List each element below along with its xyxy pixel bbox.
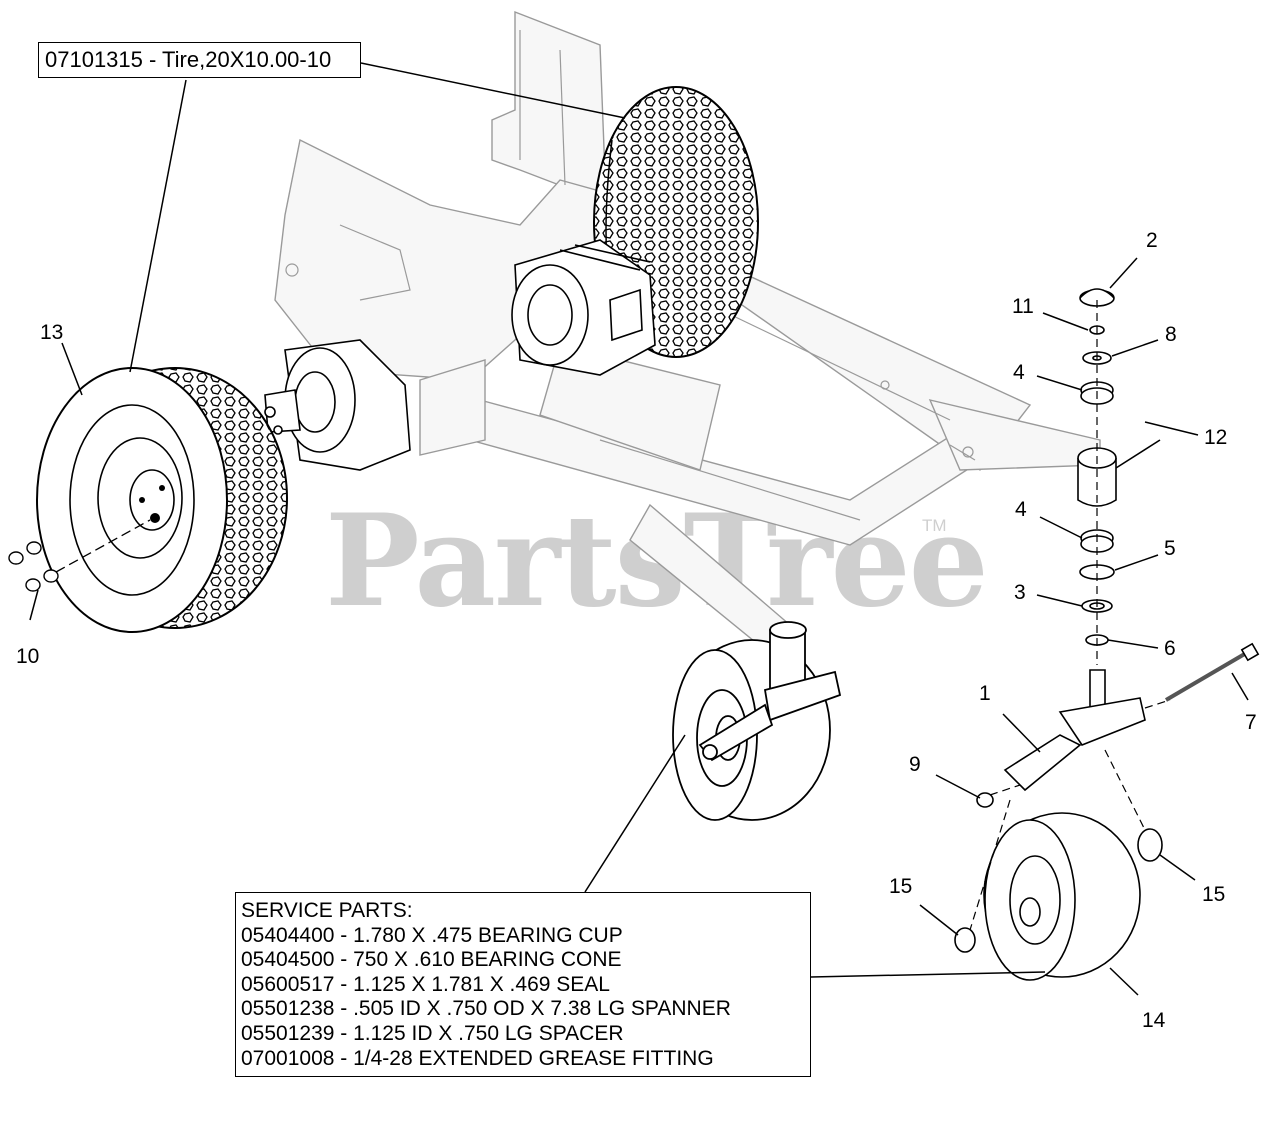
callout-15-right: 15 bbox=[1202, 883, 1226, 906]
service-part-line: 05600517 - 1.125 X 1.781 X .469 SEAL bbox=[241, 972, 610, 996]
callout-10: 10 bbox=[16, 645, 40, 668]
callout-2: 2 bbox=[1146, 229, 1158, 252]
leader-lines bbox=[29, 62, 1249, 996]
callout-4-lower: 4 bbox=[1015, 498, 1027, 521]
callout-11: 11 bbox=[1012, 295, 1034, 318]
callout-12: 12 bbox=[1204, 426, 1228, 449]
callout-1: 1 bbox=[979, 682, 991, 705]
callout-13: 13 bbox=[40, 321, 64, 344]
callout-6: 6 bbox=[1164, 637, 1176, 660]
service-part-line: 05404400 - 1.780 X .475 BEARING CUP bbox=[241, 923, 623, 947]
callout-7: 7 bbox=[1245, 711, 1257, 734]
frame-detail-lines bbox=[285, 30, 976, 521]
assembly-axis-lines bbox=[969, 300, 1171, 931]
drive-motor bbox=[511, 239, 656, 376]
service-part-line: 05404500 - 750 X .610 BEARING CONE bbox=[241, 948, 622, 972]
callout-8: 8 bbox=[1165, 323, 1177, 346]
service-part-line: 05501238 - .505 ID X .750 OD X 7.38 LG S… bbox=[241, 997, 731, 1021]
lug-nuts bbox=[8, 541, 59, 592]
callout-3: 3 bbox=[1014, 581, 1026, 604]
front-caster-mounted bbox=[672, 621, 842, 821]
service-parts-title: SERVICE PARTS: bbox=[241, 899, 413, 922]
callout-14: 14 bbox=[1142, 1009, 1166, 1032]
callout-9: 9 bbox=[909, 753, 921, 776]
service-part-line: 05501239 - 1.125 ID X .750 LG SPACER bbox=[241, 1021, 624, 1045]
wheel-hub-motor bbox=[264, 339, 411, 471]
callout-15-left: 15 bbox=[889, 875, 913, 898]
callout-5: 5 bbox=[1164, 537, 1176, 560]
service-part-line: 07001008 - 1/4-28 EXTENDED GREASE FITTIN… bbox=[241, 1046, 714, 1070]
trademark-mark: TM bbox=[922, 516, 947, 535]
callout-4-upper: 4 bbox=[1013, 361, 1025, 384]
tire-part-callout: 07101315 - Tire,20X10.00-10 bbox=[38, 42, 361, 78]
rear-tire-left bbox=[36, 367, 288, 633]
service-parts-box: SERVICE PARTS: 05404400 - 1.780 X .475 B… bbox=[235, 892, 811, 1077]
